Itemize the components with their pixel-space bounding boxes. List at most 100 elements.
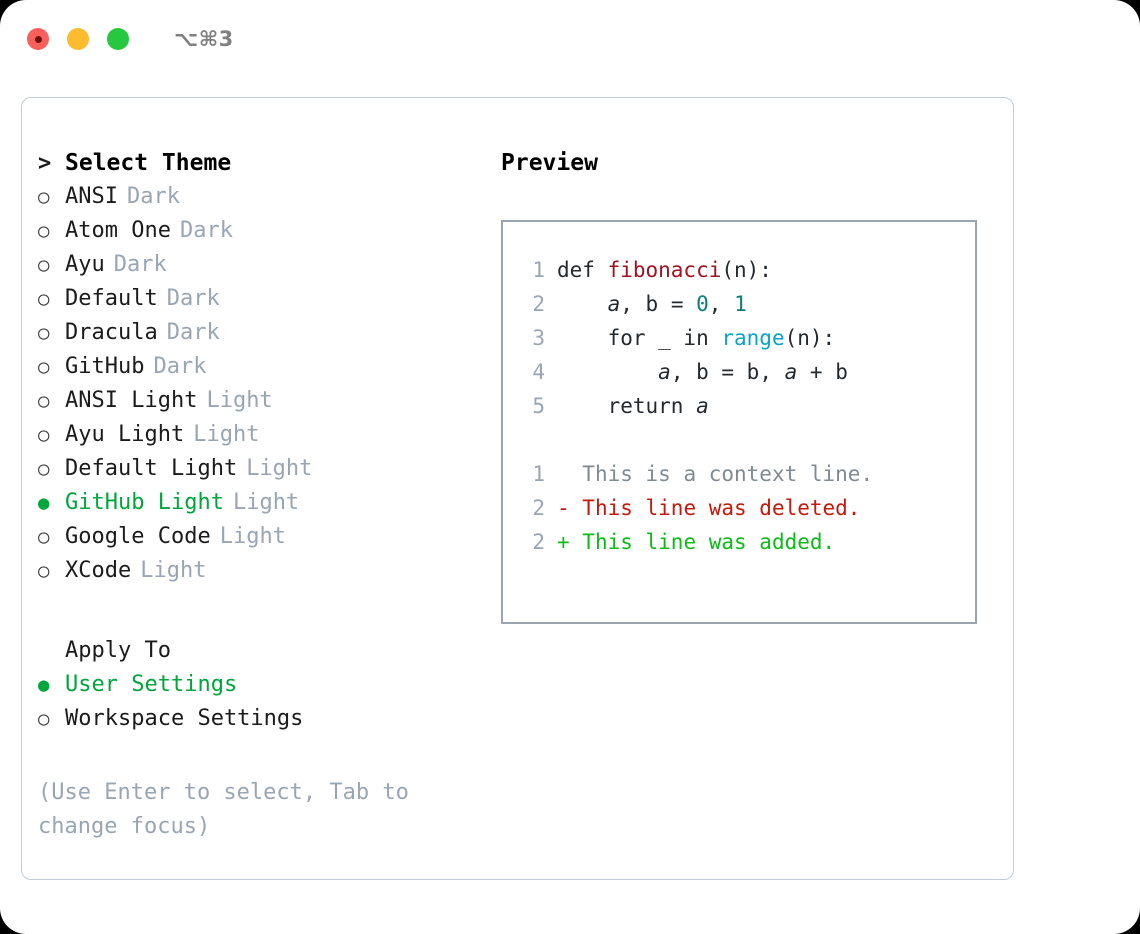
- diff-line: 1 This is a context line.: [517, 462, 975, 496]
- radio-unselected-icon[interactable]: [38, 708, 65, 730]
- diff-text: This line was deleted.: [569, 496, 861, 520]
- radio-unselected-icon[interactable]: [38, 322, 65, 344]
- theme-variant-tag: Light: [246, 456, 313, 481]
- theme-list-item[interactable]: GitHub Light Light: [38, 490, 488, 524]
- code-token-plain: return: [557, 394, 697, 418]
- select-theme-header: Select Theme: [38, 150, 488, 184]
- apply-to-list: User SettingsWorkspace Settings: [38, 672, 488, 740]
- theme-variant-tag: Light: [219, 524, 286, 549]
- theme-variant-tag: Light: [193, 422, 260, 447]
- code-line-number: 2: [532, 292, 545, 316]
- code-token-plain: (n):: [784, 326, 836, 350]
- code-token-plain: ,: [708, 292, 735, 316]
- code-line-number: 3: [532, 326, 545, 350]
- diff-line: 2- This line was deleted.: [517, 496, 975, 530]
- theme-name: ANSI Light: [65, 388, 198, 413]
- radio-selected-icon[interactable]: [38, 492, 65, 514]
- apply-to-option[interactable]: User Settings: [38, 672, 488, 706]
- window-titlebar: ⌥⌘3: [0, 0, 1140, 78]
- code-token-fn: fibonacci: [607, 258, 722, 282]
- keyboard-shortcut-label: ⌥⌘3: [174, 27, 234, 51]
- diff-sign: +: [557, 530, 570, 554]
- theme-picker-column: Select Theme ANSIDarkAtom OneDarkAyuDark…: [38, 150, 488, 844]
- radio-unselected-icon[interactable]: [38, 254, 65, 276]
- code-token-num: 0: [696, 292, 709, 316]
- code-token-plain: =: [658, 292, 697, 316]
- code-line: 3 for _ in range(n):: [517, 326, 975, 360]
- theme-list-item[interactable]: Ayu Light Light: [38, 422, 488, 456]
- code-line-number: 1: [532, 258, 545, 282]
- theme-variant-tag: Dark: [179, 218, 233, 243]
- theme-variant-tag: Dark: [166, 320, 220, 345]
- theme-name: Ayu: [65, 252, 105, 277]
- radio-unselected-icon[interactable]: [38, 458, 65, 480]
- diff-line-number: 2: [532, 530, 545, 554]
- code-token-kw: def: [557, 258, 608, 282]
- theme-variant-tag: Light: [140, 558, 207, 583]
- code-token-plain: , b = b,: [670, 360, 785, 384]
- theme-name: Ayu Light: [65, 422, 185, 447]
- code-token-plain: for _ in: [557, 326, 722, 350]
- radio-unselected-icon[interactable]: [38, 288, 65, 310]
- apply-to-label: Workspace Settings: [65, 706, 304, 731]
- theme-variant-tag: Dark: [113, 252, 167, 277]
- diff-sign: -: [557, 496, 570, 520]
- close-button[interactable]: [27, 28, 49, 50]
- theme-name: Atom One: [65, 218, 171, 243]
- code-line: 2 a, b = 0, 1: [517, 292, 975, 326]
- radio-unselected-icon[interactable]: [38, 220, 65, 242]
- apply-to-title: Apply To: [65, 638, 171, 663]
- apply-to-option[interactable]: Workspace Settings: [38, 706, 488, 740]
- code-token-var: a: [607, 292, 621, 316]
- theme-list-item[interactable]: Google Code Light: [38, 524, 488, 558]
- radio-unselected-icon[interactable]: [38, 390, 65, 412]
- radio-unselected-icon[interactable]: [38, 526, 65, 548]
- code-line: 5 return a: [517, 394, 975, 428]
- theme-name: Google Code: [65, 524, 211, 549]
- diff-sample: 1 This is a context line.2- This line wa…: [517, 462, 975, 564]
- select-theme-title: Select Theme: [65, 150, 232, 176]
- code-token-plain: [557, 360, 658, 384]
- keyboard-hint: (Use Enter to select, Tab to change focu…: [38, 780, 423, 839]
- radio-unselected-icon[interactable]: [38, 560, 65, 582]
- code-line-number: 5: [532, 394, 545, 418]
- code-token-plain: [557, 292, 608, 316]
- code-token-num: 1: [734, 292, 747, 316]
- theme-list-item[interactable]: Ayu Dark: [38, 252, 488, 286]
- theme-list-item[interactable]: Atom One Dark: [38, 218, 488, 252]
- diff-line-number: 2: [532, 496, 545, 520]
- theme-list-item[interactable]: Default Dark: [38, 286, 488, 320]
- code-token-plain: ,: [620, 292, 646, 316]
- theme-name: GitHub Light: [65, 490, 224, 515]
- caret-icon: [38, 153, 65, 175]
- theme-list: ANSIDarkAtom OneDarkAyuDarkDefaultDarkDr…: [38, 184, 488, 592]
- theme-name: Default: [65, 286, 158, 311]
- apply-to-label: User Settings: [65, 672, 238, 697]
- preview-title: Preview: [501, 150, 598, 176]
- theme-variant-tag: Dark: [166, 286, 220, 311]
- diff-text: This line was added.: [569, 530, 836, 554]
- section-spacer: [38, 592, 488, 638]
- diff-text: This is a context line.: [569, 462, 874, 486]
- radio-unselected-icon[interactable]: [38, 186, 65, 208]
- radio-unselected-icon[interactable]: [38, 424, 65, 446]
- maximize-button[interactable]: [107, 28, 129, 50]
- theme-variant-tag: Light: [232, 490, 300, 515]
- main-panel: Select Theme ANSIDarkAtom OneDarkAyuDark…: [21, 97, 1014, 880]
- theme-name: GitHub: [65, 354, 145, 379]
- code-token-var: a: [658, 360, 671, 384]
- radio-selected-icon[interactable]: [38, 674, 65, 696]
- minimize-button[interactable]: [67, 28, 89, 50]
- radio-unselected-icon[interactable]: [38, 356, 65, 378]
